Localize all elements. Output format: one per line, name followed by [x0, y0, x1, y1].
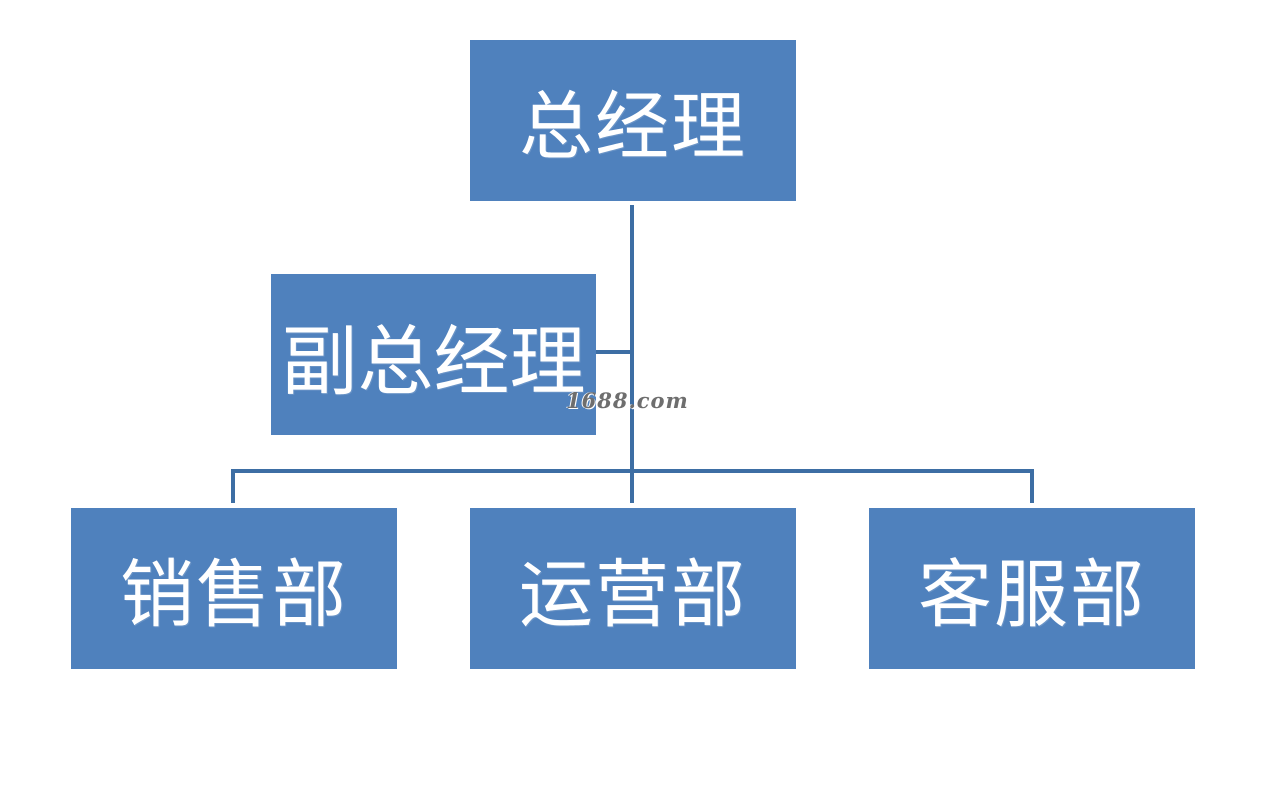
watermark: 1688.com — [566, 388, 689, 413]
connector-assistant — [596, 350, 632, 354]
node-general-manager: 总经理 — [470, 40, 796, 201]
node-sales-department: 销售部 — [71, 508, 397, 669]
connector-bus — [231, 469, 1034, 473]
connector-drop-right — [1030, 469, 1034, 503]
connector-trunk — [630, 205, 634, 503]
node-operations-department: 运营部 — [470, 508, 796, 669]
connector-drop-left — [231, 469, 235, 503]
node-customer-service-department: 客服部 — [869, 508, 1195, 669]
node-deputy-general-manager: 副总经理 — [271, 274, 596, 435]
